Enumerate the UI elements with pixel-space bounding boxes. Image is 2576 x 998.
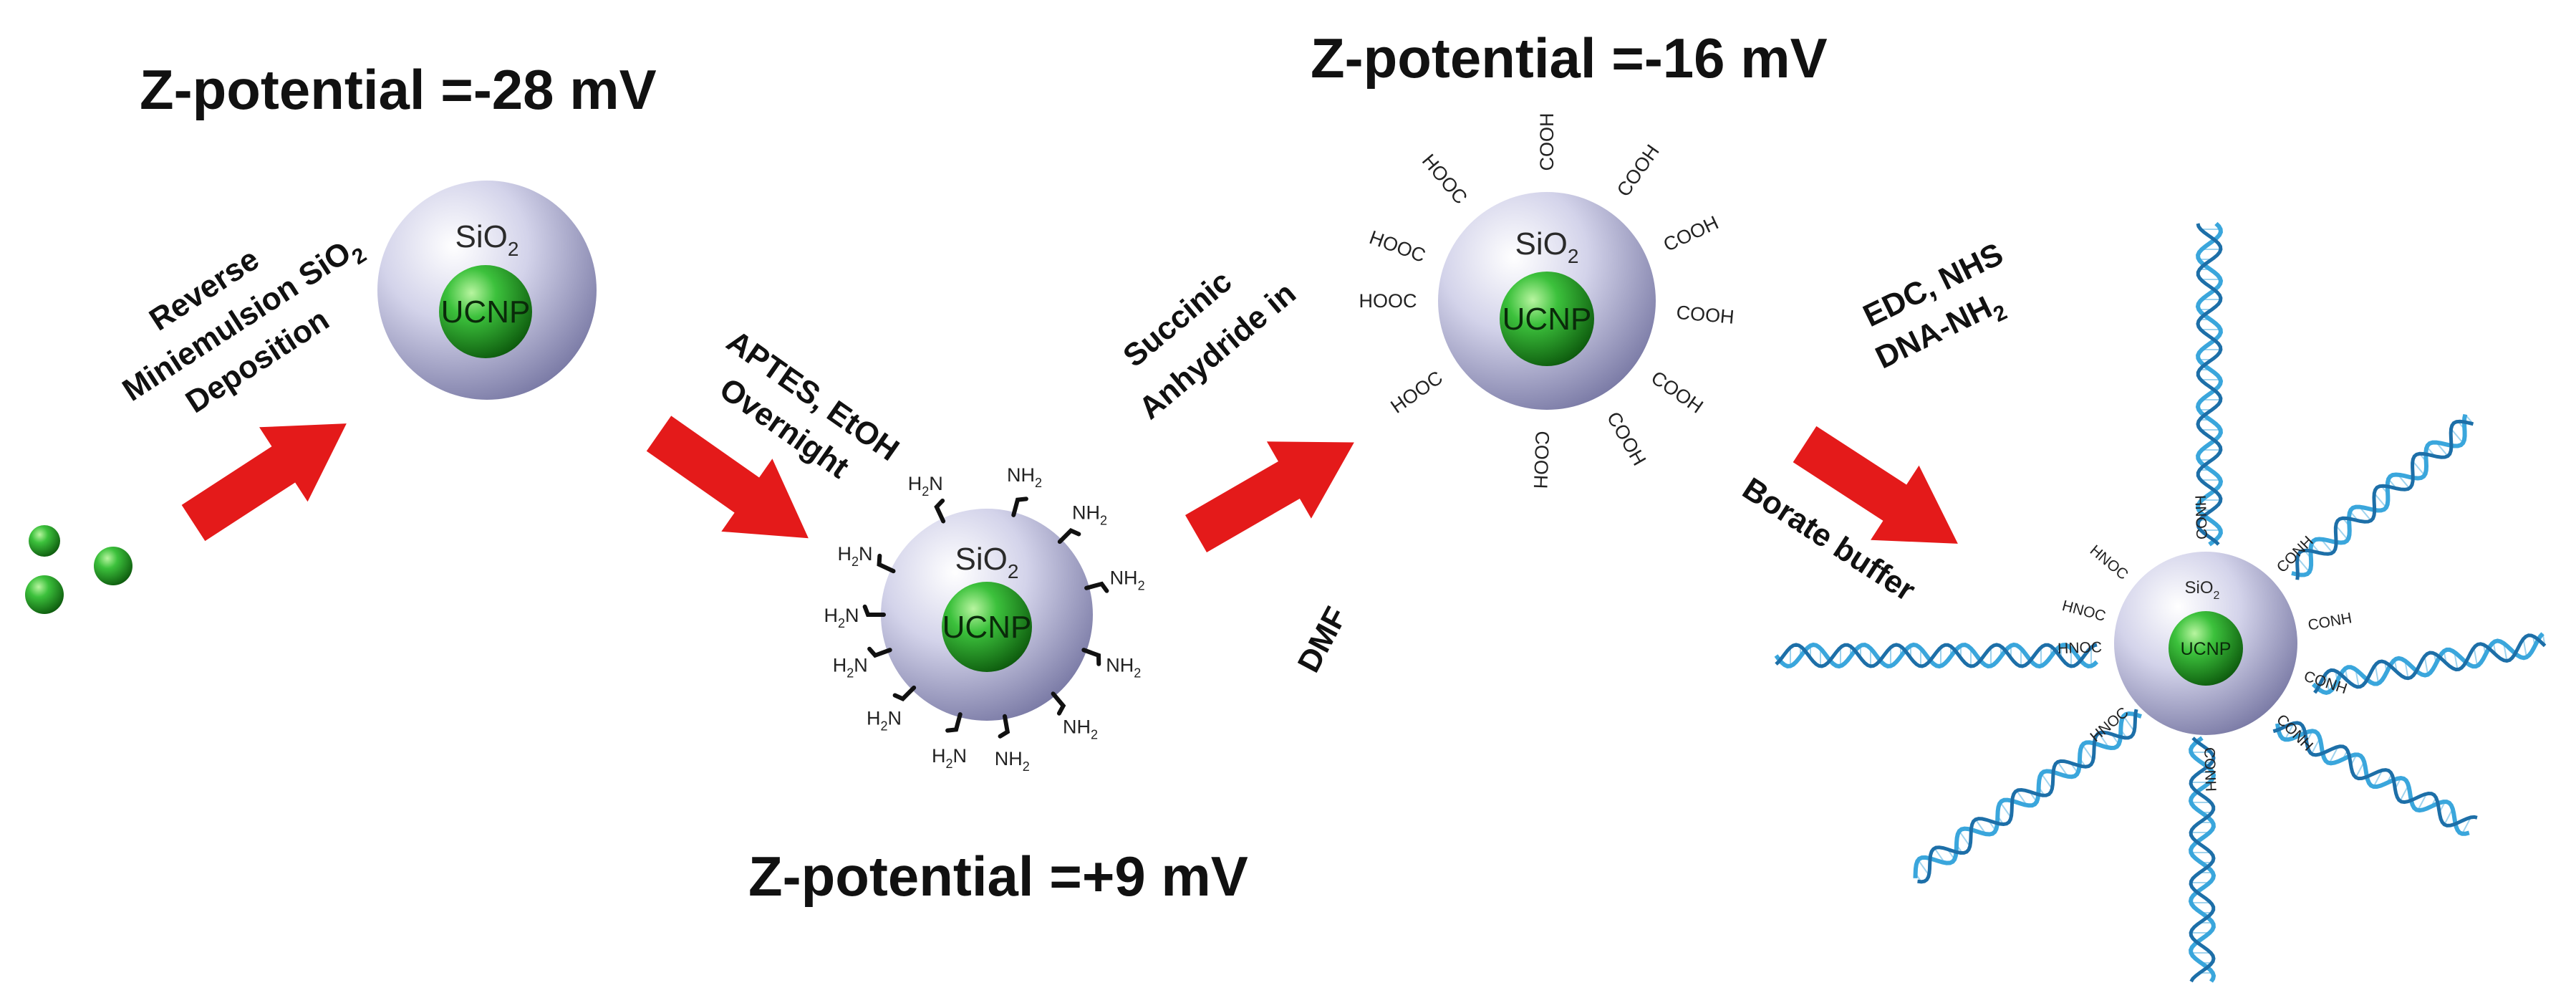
green-nanoparticle-icon <box>25 575 64 614</box>
core-shell-particle-icon: SiO2 UCNP <box>377 181 597 400</box>
step3-label: Succinic Anhydride in <box>1116 264 1303 426</box>
amine-group-label: NH2 <box>1072 502 1107 527</box>
red-arrow-icon <box>181 423 347 542</box>
dna-strand-icon <box>2272 721 2478 836</box>
zeta-potential-label-carboxyl: Z-potential =-16 mV <box>1311 27 1828 90</box>
carboxyl-group-label: COOH <box>1530 431 1553 489</box>
carboxyl-group-label: COOH <box>1676 302 1735 328</box>
amine-group-label: H2N <box>932 745 967 771</box>
red-arrow-icon <box>1793 426 1958 544</box>
dna-strand-icon <box>2311 632 2547 695</box>
dna-strands <box>1774 221 2547 983</box>
amide-group-label: CONH <box>2307 610 2353 633</box>
carboxyl-group-label: COOH <box>1536 113 1558 171</box>
amine-group-label: H2N <box>867 708 902 734</box>
amide-group-label: HNOC <box>2058 639 2103 657</box>
linker-icon <box>862 604 886 617</box>
linker-icon <box>998 714 1010 739</box>
linker-icon <box>1011 496 1028 517</box>
zeta-potential-label-amine: Z-potential =+9 mV <box>748 845 1248 908</box>
step3-solvent-label: DMF <box>1291 601 1354 678</box>
amine-group-label: NH2 <box>1007 464 1042 490</box>
amine-group-label: NH2 <box>1106 654 1141 680</box>
zeta-potential-label-bare: Z-potential =-28 mV <box>140 58 657 121</box>
shell-label: SiO2 <box>455 219 519 260</box>
amine-group-label: NH2 <box>1110 567 1145 592</box>
carboxyl-group-label: HOOC <box>1386 367 1447 418</box>
amide-group-label: CONH <box>2201 747 2219 792</box>
linker-icon <box>934 498 946 524</box>
green-nanoparticle-icon <box>94 547 132 585</box>
linker-icon <box>867 646 892 658</box>
shell-label: SiO2 <box>1515 226 1579 267</box>
dna-strand-icon <box>2291 413 2474 580</box>
core-label: UCNP <box>2181 639 2232 659</box>
step1-label: Reverse Miniemulsion SiO2 Deposition <box>116 235 370 421</box>
amide-group-label: HNOC <box>2060 598 2108 625</box>
bare-ucnp-group <box>25 525 132 614</box>
carboxyl-group-label: HOOC <box>1366 226 1428 267</box>
amine-group-label: H2N <box>824 605 859 630</box>
amine-group-label: H2N <box>833 654 868 680</box>
dna-strand-icon <box>1774 642 2099 669</box>
core-label: UCNP <box>1502 302 1592 337</box>
amine-group-label: NH2 <box>1063 716 1098 742</box>
amine-group-label: NH2 <box>995 748 1030 774</box>
core-shell-particle-icon <box>1500 272 1594 366</box>
core-label: UCNP <box>441 294 531 330</box>
linker-icon <box>1057 528 1081 544</box>
step4-label: EDC, NHS DNA-NH2 <box>1858 236 2011 376</box>
red-arrow-icon <box>646 416 809 539</box>
linker-icon <box>1051 691 1066 716</box>
carboxyl-group-label: HOOC <box>1418 150 1472 208</box>
amine-group-label: H2N <box>908 473 943 499</box>
carboxyl-group-label: COOH <box>1660 211 1722 255</box>
green-nanoparticle-icon <box>29 525 60 557</box>
linker-icon <box>1084 581 1109 593</box>
amine-group-label: H2N <box>838 543 873 569</box>
carboxyl-group-label: COOH <box>1613 140 1664 201</box>
dna-strand-icon <box>2188 736 2216 983</box>
core-label: UCNP <box>942 610 1032 645</box>
linker-icon <box>877 553 896 574</box>
linker-icon <box>892 685 917 701</box>
linker-icon <box>945 712 963 733</box>
dna-strand-icon <box>2195 221 2224 547</box>
amide-group-label: CONH <box>2193 495 2211 540</box>
carboxyl-group-label: COOH <box>1603 408 1650 469</box>
amide-group-label: HNOC <box>2087 542 2131 583</box>
core-shell-particle-icon <box>942 582 1032 672</box>
core-shell-particle-icon <box>2169 611 2243 686</box>
linker-icon <box>1081 648 1101 666</box>
shell-label: SiO2 <box>2185 578 2220 602</box>
shell-label: SiO2 <box>955 542 1019 582</box>
dna-strand-icon <box>1913 709 2142 884</box>
carboxyl-group-label: HOOC <box>1359 290 1417 312</box>
carboxyl-group-label: COOH <box>1647 367 1707 418</box>
red-arrow-icon <box>1185 441 1354 552</box>
